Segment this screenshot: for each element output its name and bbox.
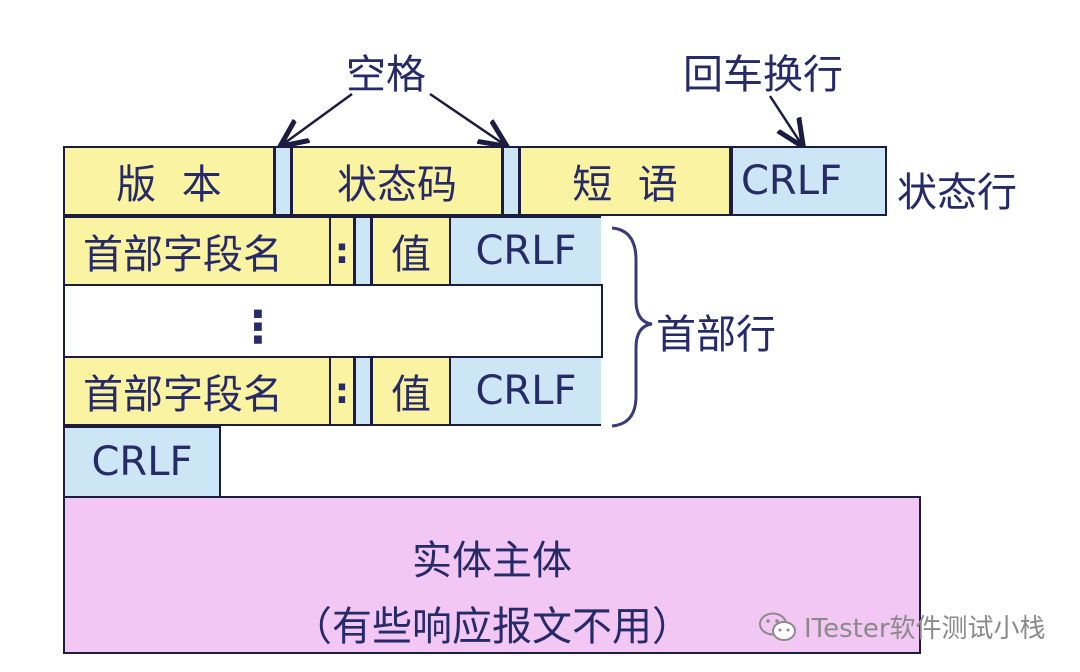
header-colon-2: : [329, 356, 355, 426]
watermark-text: ITester软件测试小栈 [804, 614, 1046, 644]
entity-title: 实体主体 [412, 538, 572, 584]
space-strip-4 [354, 356, 372, 426]
status-code-field: 状态码 [291, 146, 503, 216]
space-arrow-right [429, 92, 505, 145]
header-ellipsis-row [63, 284, 603, 358]
status-line-label: 状态行 [897, 170, 1017, 216]
header-value-2: 值 [371, 356, 451, 426]
entity-note: （有些响应报文不用） [292, 604, 692, 650]
space-strip-3 [354, 216, 372, 286]
space-strip-1 [274, 146, 292, 216]
blank-line-crlf: CRLF [63, 426, 221, 498]
header-value-1: 值 [371, 216, 451, 286]
crlf-label: 回车换行 [683, 52, 843, 98]
space-strip-2 [502, 146, 520, 216]
space-label: 空格 [346, 52, 426, 98]
status-phrase-field: 短 语 [519, 146, 731, 216]
header-colon-1: : [329, 216, 355, 286]
header-lines-label: 首部行 [656, 312, 776, 358]
header-field-name-1: 首部字段名 [63, 216, 331, 286]
header-brace [611, 226, 653, 428]
header-ellipsis: ⋮ [236, 306, 280, 350]
space-arrow-left [282, 92, 353, 145]
crlf-arrow [768, 95, 802, 145]
header-crlf-2: CRLF [449, 356, 601, 426]
header-crlf-1: CRLF [449, 216, 601, 286]
watermark: ITester软件测试小栈 [758, 608, 1046, 645]
wechat-icon [759, 612, 796, 641]
status-version-field: 版 本 [63, 146, 275, 216]
status-crlf-field: CRLF [731, 146, 887, 216]
header-field-name-2: 首部字段名 [63, 356, 331, 426]
